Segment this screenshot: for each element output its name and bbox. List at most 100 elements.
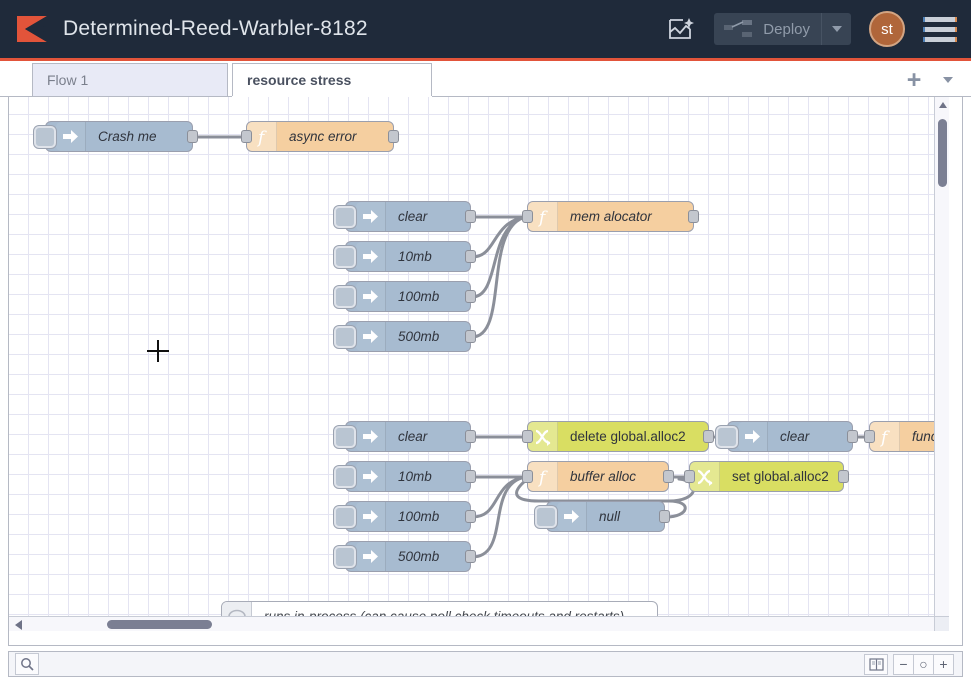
ai-flow-sparkle-icon[interactable] <box>658 7 702 51</box>
node-clear-1[interactable]: clear <box>334 201 476 232</box>
header-actions: Deploy st <box>658 7 971 51</box>
avatar[interactable]: st <box>869 11 905 47</box>
node-inject-null[interactable]: null <box>535 501 670 532</box>
node-input-port[interactable] <box>522 430 533 443</box>
node-output-port[interactable] <box>187 130 198 143</box>
inject-trigger-button[interactable] <box>334 325 356 348</box>
svg-text:f: f <box>537 208 548 227</box>
node-clear-3[interactable]: clear <box>716 421 858 452</box>
node-inject-10mb-1[interactable]: 10mb <box>334 241 476 272</box>
inject-trigger-button[interactable] <box>334 545 356 568</box>
inject-arrow-icon <box>356 502 386 531</box>
hamburger-bar <box>923 36 957 42</box>
tab-flow-1[interactable]: Flow 1 <box>32 63 228 96</box>
inject-arrow-icon <box>356 282 386 311</box>
deploy-label: Deploy <box>763 20 810 38</box>
inject-trigger-button[interactable] <box>334 245 356 268</box>
deploy-dropdown-button[interactable] <box>821 13 851 45</box>
arrow-left-icon[interactable] <box>15 620 22 630</box>
node-crash-me[interactable]: Crash me <box>34 121 198 152</box>
function-f-icon: f <box>528 202 558 231</box>
node-output-port[interactable] <box>465 250 476 263</box>
node-output-port[interactable] <box>465 550 476 563</box>
flow-canvas[interactable]: Crash me f async error clear 10mb <box>9 97 949 631</box>
status-bar: − ○ + <box>8 651 963 677</box>
node-output-port[interactable] <box>465 290 476 303</box>
flow-list-button[interactable] <box>933 65 963 95</box>
node-inject-10mb-2[interactable]: 10mb <box>334 461 476 492</box>
node-clear-2[interactable]: clear <box>334 421 476 452</box>
node-inject-500mb-2[interactable]: 500mb <box>334 541 476 572</box>
inject-trigger-button[interactable] <box>716 425 738 448</box>
horizontal-scroll-thumb[interactable] <box>107 620 212 629</box>
node-output-port[interactable] <box>838 470 849 483</box>
node-output-port[interactable] <box>388 130 399 143</box>
node-output-port[interactable] <box>688 210 699 223</box>
node-output-port[interactable] <box>663 470 674 483</box>
node-mem-alocator[interactable]: f mem alocator <box>522 201 699 232</box>
navigator-book-icon[interactable] <box>864 653 888 675</box>
node-label: 500mb <box>398 549 440 564</box>
tab-resource-stress[interactable]: resource stress <box>232 63 432 96</box>
inject-trigger-button[interactable] <box>535 505 557 528</box>
node-set-global-alloc2[interactable]: set global.alloc2 <box>684 461 849 492</box>
node-input-port[interactable] <box>241 130 252 143</box>
svg-text:f: f <box>537 468 548 487</box>
node-output-port[interactable] <box>465 470 476 483</box>
inject-arrow-icon <box>738 422 768 451</box>
zoom-out-button[interactable]: − <box>893 653 914 675</box>
change-switch-icon <box>528 422 558 451</box>
node-output-port[interactable] <box>465 330 476 343</box>
node-input-port[interactable] <box>864 430 875 443</box>
node-label: set global.alloc2 <box>732 469 829 484</box>
node-output-port[interactable] <box>465 510 476 523</box>
inject-trigger-button[interactable] <box>34 125 56 148</box>
inject-trigger-button[interactable] <box>334 465 356 488</box>
inject-arrow-icon <box>356 462 386 491</box>
node-delete-global-alloc2[interactable]: delete global.alloc2 <box>522 421 714 452</box>
node-input-port[interactable] <box>522 470 533 483</box>
zoom-reset-button[interactable]: ○ <box>913 653 934 675</box>
deploy-button[interactable]: Deploy <box>714 13 851 45</box>
node-buffer-alloc[interactable]: f buffer alloc <box>522 461 674 492</box>
svg-text:f: f <box>879 428 890 447</box>
inject-trigger-button[interactable] <box>334 285 356 308</box>
node-input-port[interactable] <box>684 470 695 483</box>
node-inject-100mb-2[interactable]: 100mb <box>334 501 476 532</box>
node-input-port[interactable] <box>522 210 533 223</box>
inject-arrow-icon <box>356 242 386 271</box>
node-label: 100mb <box>398 289 440 304</box>
add-flow-button[interactable]: + <box>899 65 929 95</box>
vertical-scroll-thumb[interactable] <box>938 119 947 187</box>
zoom-in-button[interactable]: + <box>933 653 954 675</box>
app-header: Determined-Reed-Warbler-8182 Deploy <box>0 0 971 61</box>
node-label: 500mb <box>398 329 440 344</box>
arrow-up-icon[interactable] <box>939 102 947 108</box>
inject-trigger-button[interactable] <box>334 425 356 448</box>
inject-trigger-button[interactable] <box>334 205 356 228</box>
node-label: mem alocator <box>570 209 652 224</box>
function-f-icon: f <box>870 422 900 451</box>
node-label: 10mb <box>398 469 432 484</box>
function-f-icon: f <box>247 122 277 151</box>
canvas-crosshair-cursor <box>147 340 169 362</box>
node-label: 100mb <box>398 509 440 524</box>
node-inject-500mb-1[interactable]: 500mb <box>334 321 476 352</box>
search-icon[interactable] <box>15 653 39 675</box>
canvas-vertical-scrollbar[interactable] <box>934 97 949 631</box>
node-output-port[interactable] <box>703 430 714 443</box>
node-output-port[interactable] <box>465 430 476 443</box>
node-async-error[interactable]: f async error <box>241 121 399 152</box>
node-output-port[interactable] <box>847 430 858 443</box>
node-inject-100mb-1[interactable]: 100mb <box>334 281 476 312</box>
node-output-port[interactable] <box>659 510 670 523</box>
scrollbar-corner <box>934 616 949 631</box>
node-label: delete global.alloc2 <box>570 429 686 444</box>
node-output-port[interactable] <box>465 210 476 223</box>
tab-bar-tools: + <box>899 63 971 96</box>
hamburger-menu-icon[interactable] <box>923 14 957 44</box>
canvas-horizontal-scrollbar[interactable] <box>9 616 949 631</box>
node-label: clear <box>398 429 428 444</box>
svg-text:f: f <box>256 128 267 147</box>
inject-trigger-button[interactable] <box>334 505 356 528</box>
